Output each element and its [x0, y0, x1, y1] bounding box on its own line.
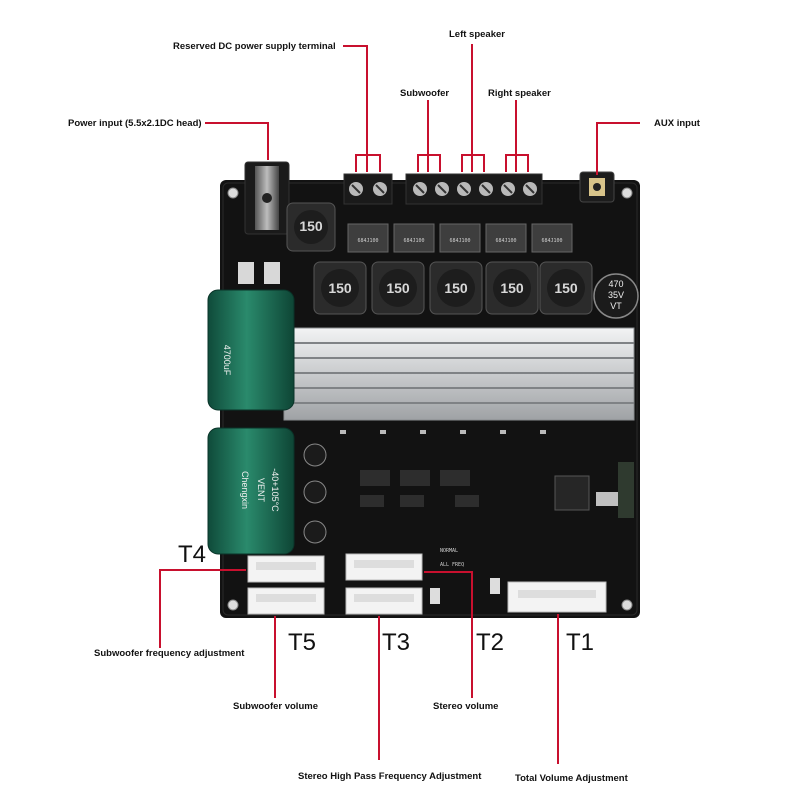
big-cap-rating: 4700uF	[222, 345, 232, 376]
callout-subwoofer-frequency: Subwoofer frequency adjustment	[94, 648, 245, 659]
small-cap-value: 470	[608, 279, 623, 289]
big-cap-series: VENT	[256, 478, 266, 503]
callout-left-speaker: Left speaker	[449, 29, 505, 40]
inductor-marking: 150	[328, 280, 352, 296]
connector-label-t2: T2	[476, 629, 504, 656]
connector-label-t3: T3	[382, 629, 410, 656]
callout-stereo-volume: Stereo volume	[433, 701, 498, 712]
callout-subwoofer-volume: Subwoofer volume	[233, 701, 318, 712]
small-electrolytic-cap: 470 35V VT	[593, 273, 639, 319]
aux-jack	[579, 171, 615, 203]
silk-normal: NORMAL	[440, 548, 458, 554]
inductor-marking: 150	[444, 280, 468, 296]
callout-subwoofer: Subwoofer	[400, 88, 449, 99]
callout-aux-input: AUX input	[654, 118, 701, 129]
film-capacitors: 684J100 684J100 684J100 684J100 684J100	[347, 223, 573, 253]
film-cap-marking: 684J100	[403, 238, 424, 244]
callout-reserved-dc: Reserved DC power supply terminal	[173, 41, 336, 52]
small-cap-voltage: 35V	[608, 290, 624, 300]
inductor-small: 150	[286, 202, 336, 252]
callout-right-speaker: Right speaker	[488, 88, 551, 99]
connector-t2	[345, 553, 423, 581]
film-cap-marking: 684J100	[541, 238, 562, 244]
connector-t3	[345, 587, 423, 615]
connector-label-t5: T5	[288, 629, 316, 656]
film-cap-marking: 684J100	[357, 238, 378, 244]
connector-label-t1: T1	[566, 629, 594, 656]
inductor-marking: 150	[386, 280, 410, 296]
silk-all-freq: ALL FREQ	[440, 562, 464, 568]
big-cap-temp: -40+105°C	[270, 468, 280, 512]
bulk-capacitor-top: 4700uF	[207, 289, 295, 411]
film-cap-marking: 684J100	[449, 238, 470, 244]
callout-total-volume: Total Volume Adjustment	[515, 773, 629, 784]
callout-power-input: Power input (5.5x2.1DC head)	[68, 118, 202, 129]
connector-t5	[247, 587, 325, 615]
bulk-capacitor-bottom: Chengxin VENT -40+105°C	[207, 427, 295, 555]
callout-stereo-high-pass: Stereo High Pass Frequency Adjustment	[298, 771, 482, 782]
inductor-marking: 150	[554, 280, 578, 296]
heatsink	[283, 327, 635, 421]
inductor-marking: 150	[299, 218, 323, 234]
connector-label-t4: T4	[178, 541, 206, 568]
small-cap-series: VT	[610, 301, 622, 311]
speaker-terminal-block	[405, 173, 543, 205]
connector-t4	[247, 555, 325, 583]
smd-parts-left	[238, 262, 280, 284]
screw-terminals	[343, 173, 543, 205]
film-cap-marking: 684J100	[495, 238, 516, 244]
big-cap-brand: Chengxin	[240, 471, 250, 509]
leader-lines	[159, 44, 640, 764]
inductor-row: 150 150 150 150 150	[313, 261, 593, 315]
connector-t1	[507, 581, 607, 613]
dc-power-jack	[244, 161, 290, 235]
reserved-dc-terminal	[343, 173, 393, 205]
lower-circuitry: NORMAL ALL FREQ	[303, 430, 634, 604]
inductor-marking: 150	[500, 280, 524, 296]
